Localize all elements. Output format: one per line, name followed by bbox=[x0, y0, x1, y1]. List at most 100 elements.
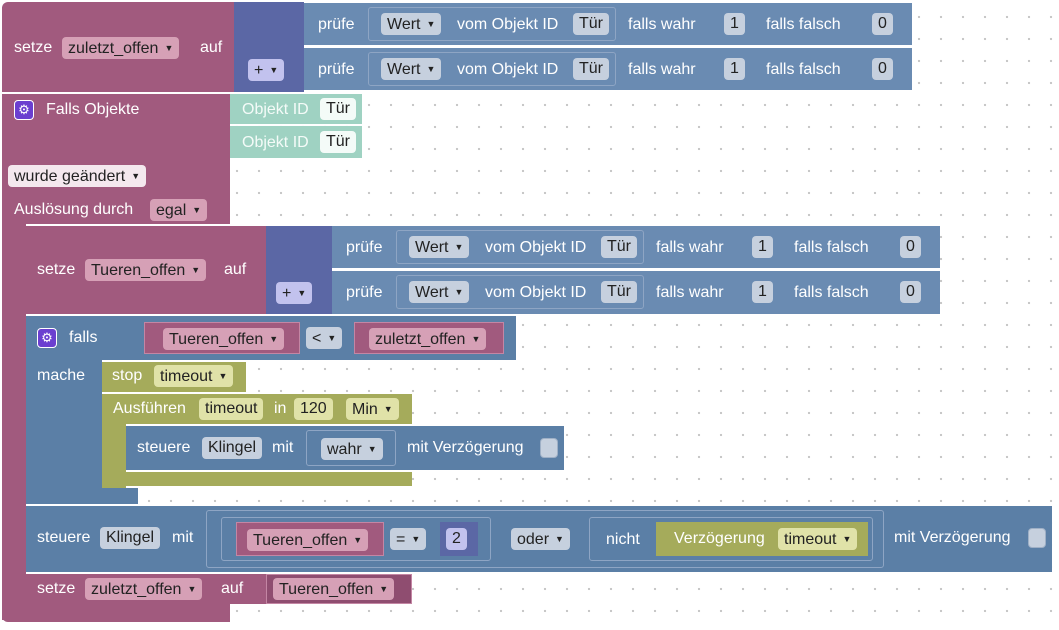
state-prop-block[interactable]: Wert▼ vom Objekt ID Tür bbox=[368, 52, 616, 86]
trigger-bottom-cap bbox=[2, 604, 230, 622]
if-block[interactable]: ⚙ falls bbox=[26, 316, 130, 360]
compare-block[interactable]: Tueren_offen▼ <▼ zuletzt_offen▼ bbox=[130, 316, 516, 360]
object-id-field[interactable]: Tür bbox=[320, 131, 356, 153]
delay-label: mit Verzögerung bbox=[894, 529, 1011, 546]
delay-label: mit Verzögerung bbox=[407, 439, 524, 456]
math-op-block[interactable]: +▼ bbox=[234, 2, 304, 92]
gear-icon[interactable]: ⚙ bbox=[14, 100, 34, 120]
operator-dropdown[interactable]: +▼ bbox=[248, 59, 285, 81]
prop-dropdown[interactable]: Wert▼ bbox=[409, 236, 470, 258]
stop-label: stop bbox=[112, 367, 143, 384]
timer-name-field[interactable]: timeout bbox=[199, 398, 264, 420]
stop-timer-block[interactable]: stop timeout▼ bbox=[102, 362, 246, 392]
check-value-row[interactable]: prüfe Wert▼ vom Objekt ID Tür falls wahr… bbox=[332, 226, 940, 268]
do-label: mache bbox=[37, 367, 86, 384]
operator-dropdown[interactable]: =▼ bbox=[390, 528, 427, 550]
in-label: in bbox=[274, 400, 287, 417]
logic-op-dropdown[interactable]: oder▼ bbox=[511, 528, 570, 550]
ack-dropdown[interactable]: egal▼ bbox=[150, 199, 208, 221]
variable-dropdown[interactable]: Tueren_offen▼ bbox=[163, 328, 285, 350]
delay-checkbox[interactable] bbox=[540, 438, 558, 458]
chevron-down-icon: ▼ bbox=[187, 584, 197, 594]
timer-dropdown[interactable]: timeout▼ bbox=[154, 365, 234, 387]
run-after-block[interactable]: Ausführen timeout in 120 Min▼ bbox=[102, 394, 412, 424]
object-id-label: vom Objekt ID bbox=[485, 284, 587, 301]
prop-dropdown[interactable]: Wert▼ bbox=[381, 13, 442, 35]
chevron-down-icon: ▼ bbox=[131, 171, 141, 181]
false-value-field[interactable]: 0 bbox=[872, 13, 893, 35]
state-prop-block[interactable]: Wert▼ vom Objekt ID Tür bbox=[396, 230, 644, 264]
state-prop-block[interactable]: Wert▼ vom Objekt ID Tür bbox=[368, 7, 616, 41]
timer-dropdown[interactable]: timeout▼ bbox=[778, 528, 858, 550]
gear-icon[interactable]: ⚙ bbox=[37, 328, 57, 348]
object-id-field[interactable]: Tür bbox=[320, 98, 356, 120]
timeout-running-block[interactable]: Verzögerung timeout▼ bbox=[656, 522, 868, 556]
state-prop-block[interactable]: Wert▼ vom Objekt ID Tür bbox=[396, 275, 644, 309]
control-block[interactable]: steuere Klingel mit wahr▼ mit Verzögerun… bbox=[126, 426, 564, 470]
object-id-field[interactable]: Tür bbox=[601, 281, 637, 303]
variable-get-block[interactable]: Tueren_offen▼ bbox=[236, 522, 384, 556]
chevron-down-icon: ▼ bbox=[353, 535, 363, 545]
logic-boolean-block[interactable]: wahr▼ bbox=[306, 430, 396, 466]
logic-negate-block[interactable]: nicht Verzögerung timeout▼ bbox=[589, 517, 873, 561]
timeout-label: Verzögerung bbox=[674, 530, 765, 547]
if-true-label: falls wahr bbox=[656, 284, 724, 301]
variable-get-block[interactable]: zuletzt_offen▼ bbox=[354, 322, 504, 354]
math-op-block[interactable]: +▼ bbox=[266, 226, 332, 314]
condition-dropdown[interactable]: wurde geändert▼ bbox=[8, 165, 147, 187]
top-set-block[interactable]: setze zuletzt_offen▼ auf bbox=[2, 2, 238, 92]
object-id-trigger[interactable]: Objekt ID Tür bbox=[230, 94, 362, 124]
object-id-field[interactable]: Tür bbox=[573, 13, 609, 35]
check-value-row[interactable]: prüfe Wert▼ vom Objekt ID Tür falls wahr… bbox=[304, 3, 912, 45]
false-value-field[interactable]: 0 bbox=[900, 236, 921, 258]
control-keyword: steuere bbox=[37, 529, 91, 546]
chevron-down-icon: ▼ bbox=[379, 584, 389, 594]
operator-dropdown[interactable]: <▼ bbox=[306, 327, 343, 349]
if-bottom-cap bbox=[26, 488, 138, 504]
boolean-dropdown[interactable]: wahr▼ bbox=[321, 438, 383, 460]
prop-dropdown[interactable]: Wert▼ bbox=[409, 281, 470, 303]
false-value-field[interactable]: 0 bbox=[900, 281, 921, 303]
operator-dropdown[interactable]: +▼ bbox=[276, 282, 313, 304]
logic-compare-block[interactable]: Tueren_offen▼ =▼ 2 bbox=[221, 517, 491, 561]
variable-dropdown[interactable]: Tueren_offen▼ bbox=[85, 259, 207, 281]
true-value-field[interactable]: 1 bbox=[724, 13, 745, 35]
variable-dropdown[interactable]: Tueren_offen▼ bbox=[273, 578, 395, 600]
variable-get-block[interactable]: Tueren_offen▼ bbox=[266, 574, 412, 604]
variable-dropdown[interactable]: zuletzt_offen▼ bbox=[85, 578, 203, 600]
variable-dropdown[interactable]: zuletzt_offen▼ bbox=[369, 328, 487, 350]
not-label: nicht bbox=[606, 531, 640, 548]
inner-set-block[interactable]: setze Tueren_offen▼ auf bbox=[26, 226, 266, 314]
variable-get-block[interactable]: Tueren_offen▼ bbox=[144, 322, 300, 354]
object-id-label: vom Objekt ID bbox=[457, 16, 559, 33]
delay-value-field[interactable]: 120 bbox=[294, 398, 333, 420]
true-value-field[interactable]: 1 bbox=[752, 236, 773, 258]
trigger-block[interactable]: ⚙ Falls Objekte wurde geändert▼ Auslösun… bbox=[2, 94, 230, 224]
control-target-field[interactable]: Klingel bbox=[202, 437, 263, 459]
set-keyword: setze bbox=[14, 39, 53, 56]
number-field[interactable]: 2 bbox=[446, 528, 467, 550]
false-value-field[interactable]: 0 bbox=[872, 58, 893, 80]
variable-dropdown[interactable]: zuletzt_offen▼ bbox=[62, 37, 180, 59]
run-after-bottom-cap bbox=[102, 472, 412, 486]
if-false-label: falls falsch bbox=[794, 284, 869, 301]
prop-dropdown[interactable]: Wert▼ bbox=[381, 58, 442, 80]
object-id-field[interactable]: Tür bbox=[573, 58, 609, 80]
object-id-trigger[interactable]: Objekt ID Tür bbox=[230, 126, 362, 158]
chevron-down-icon: ▼ bbox=[454, 242, 464, 252]
chevron-down-icon: ▼ bbox=[191, 265, 201, 275]
delay-checkbox[interactable] bbox=[1028, 528, 1046, 548]
control-block[interactable]: steuere Klingel mit Tueren_offen▼ =▼ 2 o… bbox=[26, 506, 1052, 572]
check-value-row[interactable]: prüfe Wert▼ vom Objekt ID Tür falls wahr… bbox=[304, 48, 912, 90]
variable-dropdown[interactable]: Tueren_offen▼ bbox=[247, 529, 369, 551]
true-value-field[interactable]: 1 bbox=[752, 281, 773, 303]
logic-operation-block[interactable]: Tueren_offen▼ =▼ 2 oder▼ nicht Verzögeru… bbox=[206, 510, 884, 568]
object-id-field[interactable]: Tür bbox=[601, 236, 637, 258]
check-value-row[interactable]: prüfe Wert▼ vom Objekt ID Tür falls wahr… bbox=[332, 271, 940, 314]
last-set-block[interactable]: setze zuletzt_offen▼ auf Tueren_offen▼ bbox=[26, 574, 412, 604]
true-value-field[interactable]: 1 bbox=[724, 58, 745, 80]
delay-unit-dropdown[interactable]: Min▼ bbox=[346, 398, 399, 420]
control-target-field[interactable]: Klingel bbox=[100, 527, 161, 549]
number-block[interactable]: 2 bbox=[440, 522, 478, 556]
object-id-label: Objekt ID bbox=[242, 134, 309, 151]
